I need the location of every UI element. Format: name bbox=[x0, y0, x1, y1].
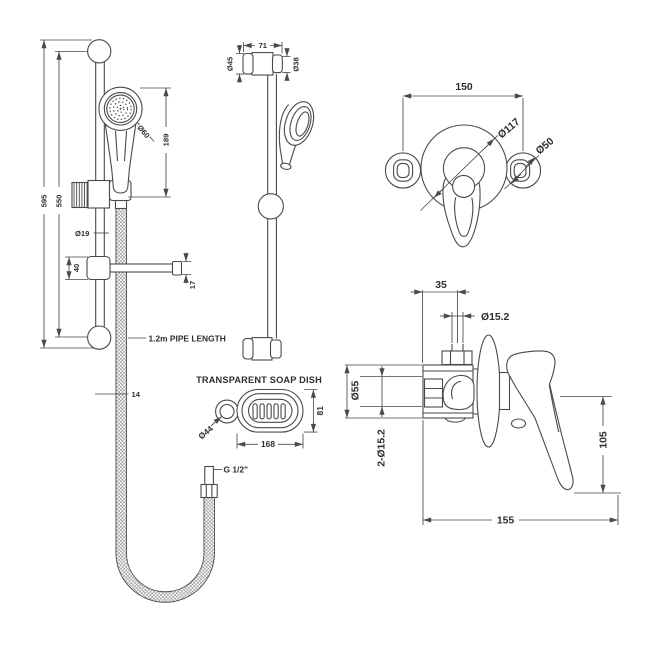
hose-elbow bbox=[423, 374, 475, 411]
dim-label-overall-depth: 155 bbox=[497, 516, 515, 527]
dim-wall-flange-dia bbox=[236, 45, 244, 83]
dim-label-outlet-dia: Ø15.2 bbox=[481, 312, 510, 323]
dim-overall-depth bbox=[422, 420, 619, 526]
dim-head-diameter bbox=[137, 122, 155, 142]
dim-label-hose-thread: G 1/2" bbox=[224, 465, 248, 475]
dim-label-handset-length: 189 bbox=[162, 134, 171, 147]
dim-handle-drop bbox=[560, 396, 621, 494]
dim-handset-length bbox=[128, 87, 172, 198]
dim-arm-end bbox=[182, 252, 191, 284]
left-flange bbox=[384, 152, 422, 189]
dim-label-handle-drop: 105 bbox=[599, 431, 610, 449]
dim-dish-length bbox=[236, 433, 304, 449]
dish-body bbox=[236, 388, 304, 433]
top-wall-bracket bbox=[87, 39, 112, 64]
dim-label-bracket-spacing: 550 bbox=[55, 195, 64, 208]
dim-label-dish-width: 81 bbox=[315, 406, 325, 416]
cartridge-stem bbox=[498, 371, 511, 411]
bottom-bracket-side bbox=[242, 337, 282, 361]
bottom-inlet bbox=[444, 417, 466, 423]
dim-label-slider-height: 40 bbox=[72, 264, 81, 272]
dim-flange-dia-leader bbox=[504, 147, 548, 190]
dim-label-flange-centres: 150 bbox=[455, 82, 473, 93]
dim-dish-width bbox=[304, 389, 318, 433]
dim-label-dish-length: 168 bbox=[261, 439, 275, 449]
slide-rail-side-view: 71 Ø45 Ø38 bbox=[224, 40, 315, 361]
dim-label-outlet-offset: 35 bbox=[435, 280, 447, 291]
hose-conical-nut bbox=[200, 465, 218, 499]
dim-bracket-depth bbox=[243, 40, 283, 54]
soap-dish-arm bbox=[86, 255, 183, 281]
spray-face bbox=[109, 97, 132, 120]
dim-flange-centres bbox=[402, 93, 524, 151]
note-pipe-length: 1.2m PIPE LENGTH bbox=[149, 334, 226, 344]
handset-side bbox=[278, 101, 315, 170]
knurled-knob bbox=[71, 181, 89, 209]
soap-dish-view: TRANSPARENT SOAP DISH Ø44 168 81 bbox=[195, 374, 326, 451]
valve-lever-side bbox=[506, 350, 574, 491]
dim-label-rail-dia: Ø19 bbox=[75, 229, 89, 238]
dish-drain-slots bbox=[252, 403, 286, 420]
dim-label-body-dia-side: Ø55 bbox=[351, 380, 362, 400]
top-bracket-side bbox=[242, 52, 283, 76]
bottom-wall-bracket bbox=[87, 325, 112, 350]
dim-label-bracket-depth: 71 bbox=[259, 41, 268, 50]
dim-outlet-offset bbox=[410, 289, 470, 363]
slide-rail-front-view: 595 550 Ø60 189 Ø19 40 17 14 1.2m PIPE L… bbox=[38, 39, 249, 603]
dim-end-cap-dia bbox=[282, 48, 291, 81]
soap-dish-title: TRANSPARENT SOAP DISH bbox=[196, 375, 322, 385]
dim-body-dia-side bbox=[344, 364, 422, 419]
slider-knob-side bbox=[257, 193, 284, 220]
wall-plate-side bbox=[476, 334, 501, 448]
dim-label-connections: 2-Ø15.2 bbox=[377, 429, 388, 467]
dim-label-wall-flange-dia: Ø45 bbox=[226, 56, 235, 71]
dim-label-hose-dia: 14 bbox=[132, 390, 141, 399]
dim-label-arm-end: 17 bbox=[188, 281, 197, 289]
dim-connections bbox=[360, 366, 422, 417]
mixer-valve-side-view: 35 Ø15.2 Ø55 2-Ø15.2 105 155 bbox=[344, 279, 621, 528]
outlet-nut bbox=[441, 350, 473, 366]
dim-ring-dia-leader bbox=[206, 416, 222, 430]
dim-overall-length bbox=[38, 39, 96, 349]
dim-slider-height bbox=[65, 256, 88, 280]
shower-hose bbox=[115, 208, 218, 603]
dim-outlet-dia bbox=[440, 312, 475, 343]
dim-body-dia-leader bbox=[420, 124, 510, 211]
dim-label-end-cap-dia: Ø38 bbox=[292, 57, 301, 71]
dim-label-overall-length: 595 bbox=[40, 194, 49, 207]
shower-handset bbox=[98, 86, 143, 194]
